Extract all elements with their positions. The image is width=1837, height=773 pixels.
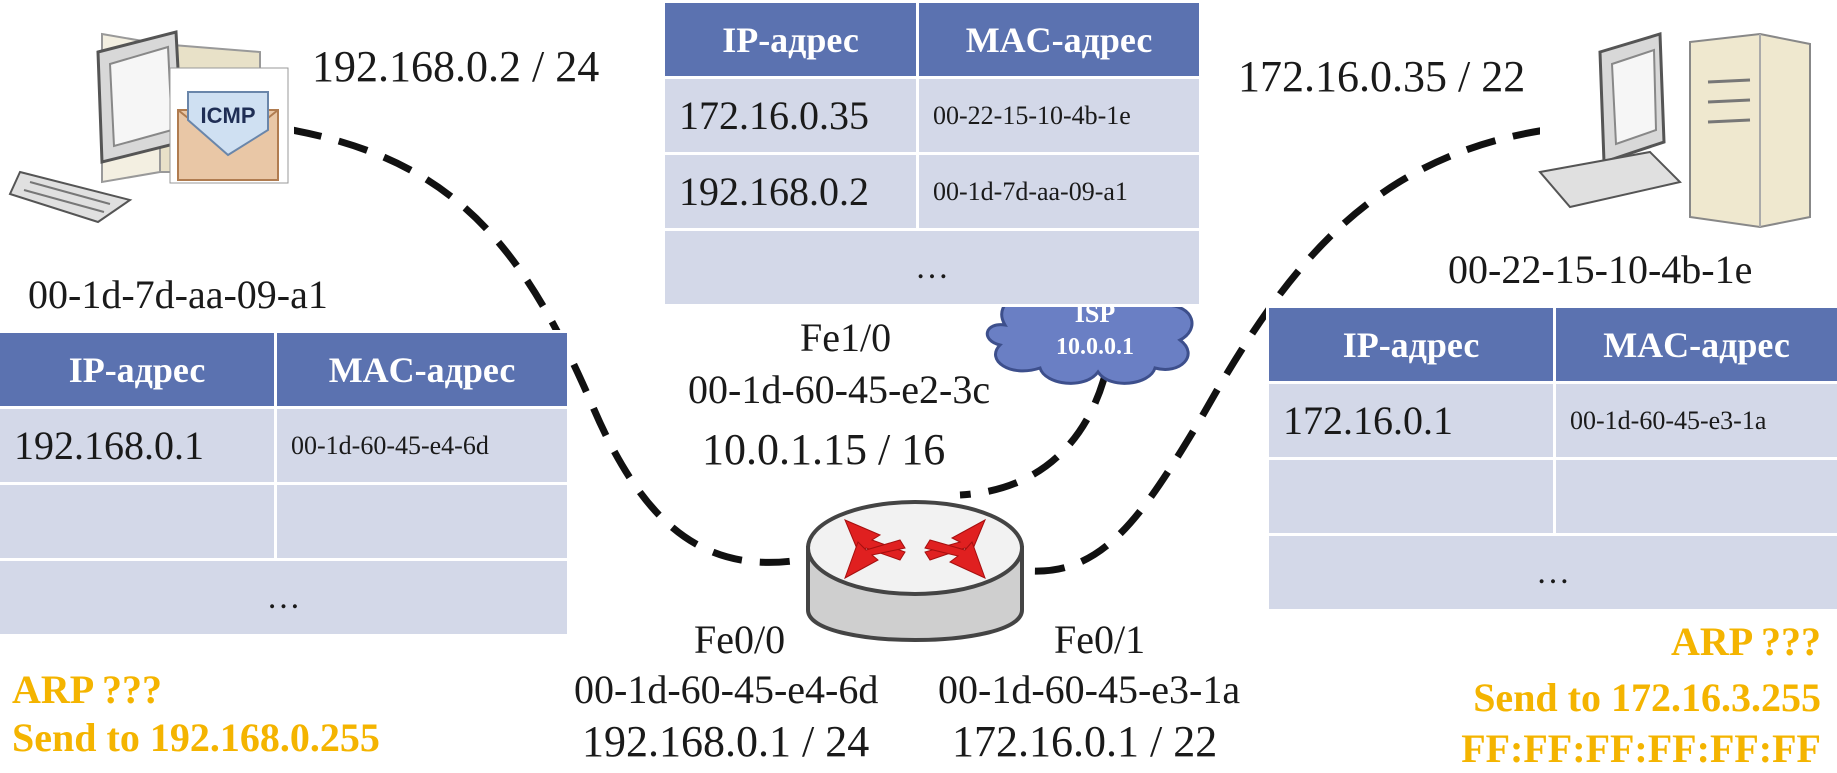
cell-ip: [0, 485, 274, 558]
cell-mac: [1556, 460, 1837, 533]
table-row: [0, 485, 567, 558]
link-right-pc-router: [1019, 121, 1591, 575]
left-send-to: Send to 192.168.0.255: [12, 715, 380, 760]
cell-ip: 192.168.0.1: [0, 409, 274, 482]
cell-mac: [277, 485, 567, 558]
left-pc-ip: 192.168.0.2 / 24: [312, 42, 600, 91]
right-pc-ip: 172.16.0.35 / 22: [1238, 52, 1526, 101]
fe1-0-ip: 10.0.1.15 / 16: [702, 425, 946, 474]
right-broadcast-mac: FF:FF:FF:FF:FF:FF: [1461, 726, 1821, 771]
link-isp-router: [959, 374, 1109, 499]
table-row: [1269, 460, 1837, 533]
right-send-to: Send to 172.16.3.255: [1473, 675, 1821, 720]
right-arp-table: IP-адрес MAC-адрес 172.16.0.1 00-1d-60-4…: [1266, 305, 1837, 612]
fe0-1-mac: 00-1d-60-45-e3-1a: [938, 667, 1241, 712]
cell-ip: 172.16.0.1: [1269, 384, 1553, 457]
table-row: …: [1269, 536, 1837, 609]
fe0-0-ip: 192.168.0.1 / 24: [582, 717, 870, 766]
fe1-0-name: Fe1/0: [800, 315, 892, 360]
table-row: …: [665, 231, 1199, 304]
right-pc-mac: 00-22-15-10-4b-1e: [1448, 247, 1753, 292]
left-arp-table: IP-адрес MAC-адрес 192.168.0.1 00-1d-60-…: [0, 330, 570, 637]
router-arp-table: IP-адрес MAC-адрес 172.16.0.35 00-22-15-…: [662, 0, 1202, 307]
cell-mac: 00-1d-60-45-e4-6d: [277, 409, 567, 482]
table-row: …: [0, 561, 567, 634]
left-computer-icon: [8, 22, 294, 227]
fe1-0-mac: 00-1d-60-45-e2-3c: [688, 367, 991, 412]
table-ellipsis: …: [0, 561, 567, 634]
icmp-envelope-icon: ICMP: [169, 67, 289, 184]
column-header-mac: MAC-адрес: [277, 333, 567, 406]
column-header-mac: MAC-адрес: [919, 3, 1199, 76]
table-row: 172.16.0.1 00-1d-60-45-e3-1a: [1269, 384, 1837, 457]
link-left-pc-router: [291, 126, 801, 566]
cell-mac: 00-1d-7d-aa-09-a1: [919, 155, 1199, 228]
fe0-0-name: Fe0/0: [694, 617, 786, 662]
fe0-1-ip: 172.16.0.1 / 22: [952, 717, 1218, 766]
fe0-1-name: Fe0/1: [1054, 617, 1146, 662]
column-header-ip: IP-адрес: [0, 333, 274, 406]
cell-ip: 192.168.0.2: [665, 155, 916, 228]
icmp-label: ICMP: [201, 103, 256, 128]
table-ellipsis: …: [665, 231, 1199, 304]
right-computer-icon: [1538, 22, 1830, 229]
left-pc-mac: 00-1d-7d-aa-09-a1: [28, 272, 328, 317]
table-ellipsis: …: [1269, 536, 1837, 609]
isp-cloud-icon: ISP 10.0.0.1: [986, 281, 1194, 385]
table-row: 192.168.0.2 00-1d-7d-aa-09-a1: [665, 155, 1199, 228]
left-arp-query: ARP ???: [12, 667, 162, 712]
isp-ip: 10.0.0.1: [1056, 334, 1134, 360]
cell-mac: 00-1d-60-45-e3-1a: [1556, 384, 1837, 457]
cell-ip: 172.16.0.35: [665, 79, 916, 152]
router-icon: [806, 500, 1024, 642]
table-row: 192.168.0.1 00-1d-60-45-e4-6d: [0, 409, 567, 482]
cell-ip: [1269, 460, 1553, 533]
fe0-0-mac: 00-1d-60-45-e4-6d: [574, 667, 879, 712]
table-row: 172.16.0.35 00-22-15-10-4b-1e: [665, 79, 1199, 152]
cell-mac: 00-22-15-10-4b-1e: [919, 79, 1199, 152]
right-arp-query: ARP ???: [1671, 619, 1821, 664]
column-header-ip: IP-адрес: [1269, 308, 1553, 381]
column-header-ip: IP-адрес: [665, 3, 916, 76]
column-header-mac: MAC-адрес: [1556, 308, 1837, 381]
